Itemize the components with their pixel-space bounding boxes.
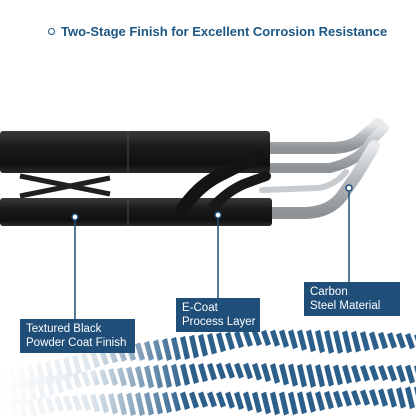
callout-carbon-steel: Carbon Steel Material [304, 282, 400, 316]
headline: Two-Stage Finish for Excellent Corrosion… [48, 20, 387, 42]
callout-line: Powder Coat Finish [26, 337, 127, 349]
callout-line: Steel Material [310, 300, 381, 312]
black-coated-tube-section [0, 131, 272, 226]
callout-line: Process Layer [182, 316, 256, 328]
callout-leader-lines [71, 184, 353, 319]
callout-line: Carbon [310, 286, 348, 298]
callout-line: E-Coat [182, 302, 218, 314]
callout-line: Textured Black [26, 323, 102, 335]
callout-e-coat: E-Coat Process Layer [176, 298, 260, 332]
circle-bullet-icon [48, 27, 55, 35]
headline-text: Two-Stage Finish for Excellent Corrosion… [61, 23, 388, 39]
callout-powder-coat: Textured Black Powder Coat Finish [20, 319, 135, 353]
steel-tube-section [259, 118, 389, 219]
